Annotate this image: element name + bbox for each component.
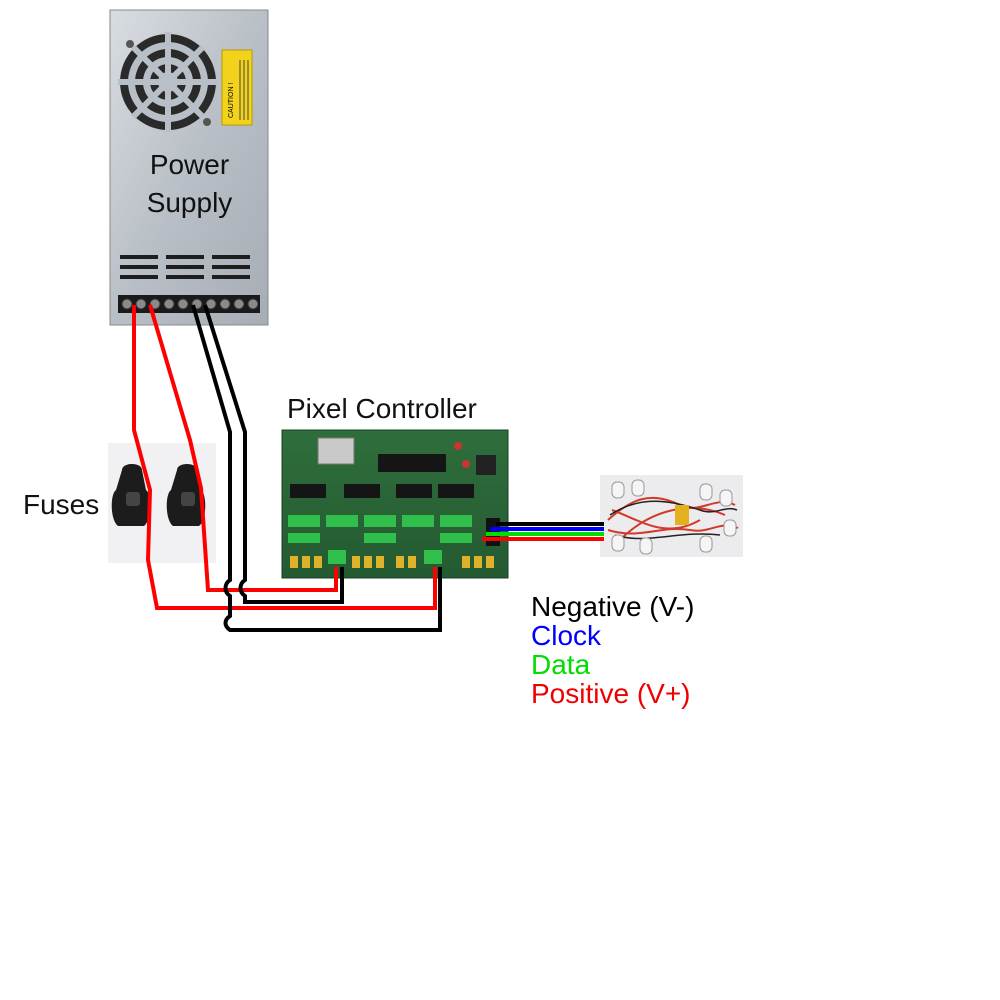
power-supply-label-line2: Supply [146, 187, 233, 218]
power-supply-label-line1: Power [149, 149, 230, 180]
fuse-holders [108, 443, 216, 563]
led-pixel-string [600, 475, 743, 557]
power-supply: CAUTION ! [109, 9, 269, 326]
wire-color-legend: Negative (V-) Clock Data Positive (V+) [531, 592, 694, 708]
positive-wires [132, 304, 437, 610]
pixel-signal-wires [482, 522, 604, 541]
fan-grille-icon [118, 32, 218, 132]
legend-negative: Negative (V-) [531, 591, 695, 622]
legend-positive: Positive (V+) [531, 678, 691, 709]
caution-sticker: CAUTION ! [221, 49, 253, 126]
pixel-controller-board [281, 429, 509, 579]
negative-wires [191, 304, 442, 632]
pixel-controller-label: Pixel Controller [287, 393, 477, 424]
legend-clock: Clock [531, 620, 602, 651]
caution-text: CAUTION ! [228, 83, 235, 118]
fuse-icon [111, 464, 151, 526]
vent-slots [120, 255, 250, 279]
fuses-label: Fuses [23, 489, 100, 520]
power-supply-label: Power Supply [112, 146, 267, 222]
fuse-icon [166, 464, 206, 526]
terminal-block [118, 295, 260, 313]
legend-data: Data [531, 649, 591, 680]
